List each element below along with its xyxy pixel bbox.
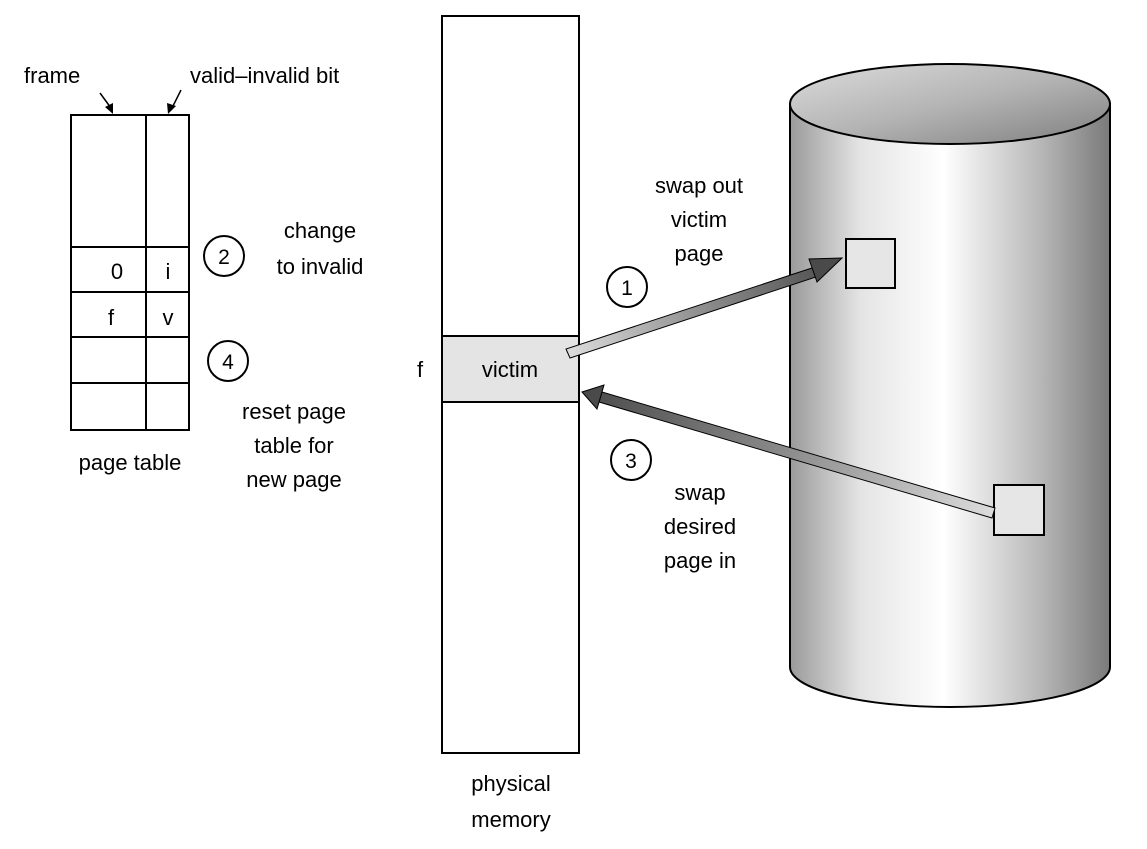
physical-memory-caption-line2: memory [471,807,550,832]
step-4-text-line3: new page [246,467,341,492]
step-3-number: 3 [625,450,637,473]
page-table-caption: page table [79,450,182,475]
page-table-row1-bit: i [166,259,171,284]
step-4-number: 4 [222,351,234,374]
swap-out-arrow [565,257,844,359]
memory-frame-label: f [417,357,424,382]
page-table-row2-bit: v [163,305,174,330]
step-4-marker: 4 [207,340,249,382]
swap-in-arrow [581,384,996,519]
step-2-text-line1: change [284,218,356,243]
physical-memory-caption-line1: physical [471,771,550,796]
victim-label: victim [482,357,538,382]
step-1-text-line1: swap out [655,173,743,198]
page-table: 0 i f v [70,114,190,431]
disk-icon [789,63,1111,708]
step-3-text-line2: desired [664,514,736,539]
step-4-text-line1: reset page [242,399,346,424]
valid-invalid-bit-label: valid–invalid bit [190,63,339,88]
step-2-text-line2: to invalid [277,254,364,279]
step-1-marker: 1 [606,266,648,308]
step-3-marker: 3 [610,439,652,481]
step-2-number: 2 [218,246,230,269]
step-1-text-line2: victim [671,207,727,232]
step-4-text-line2: table for [254,433,334,458]
victim-frame [441,335,580,403]
step-3-text-line1: swap [674,480,725,505]
physical-memory: victim [441,15,580,754]
step-2-marker: 2 [203,235,245,277]
frame-pointer-arrow [99,92,113,114]
victim-page-on-disk [845,238,896,289]
frame-label: frame [24,63,80,88]
step-1-text-line3: page [675,241,724,266]
page-table-row1-frame: 0 [111,259,123,284]
desired-page-on-disk [993,484,1045,536]
valid-invalid-pointer-arrow [167,89,182,114]
page-table-row2-frame: f [108,305,115,330]
step-3-text-line3: page in [664,548,736,573]
step-1-number: 1 [621,277,633,300]
